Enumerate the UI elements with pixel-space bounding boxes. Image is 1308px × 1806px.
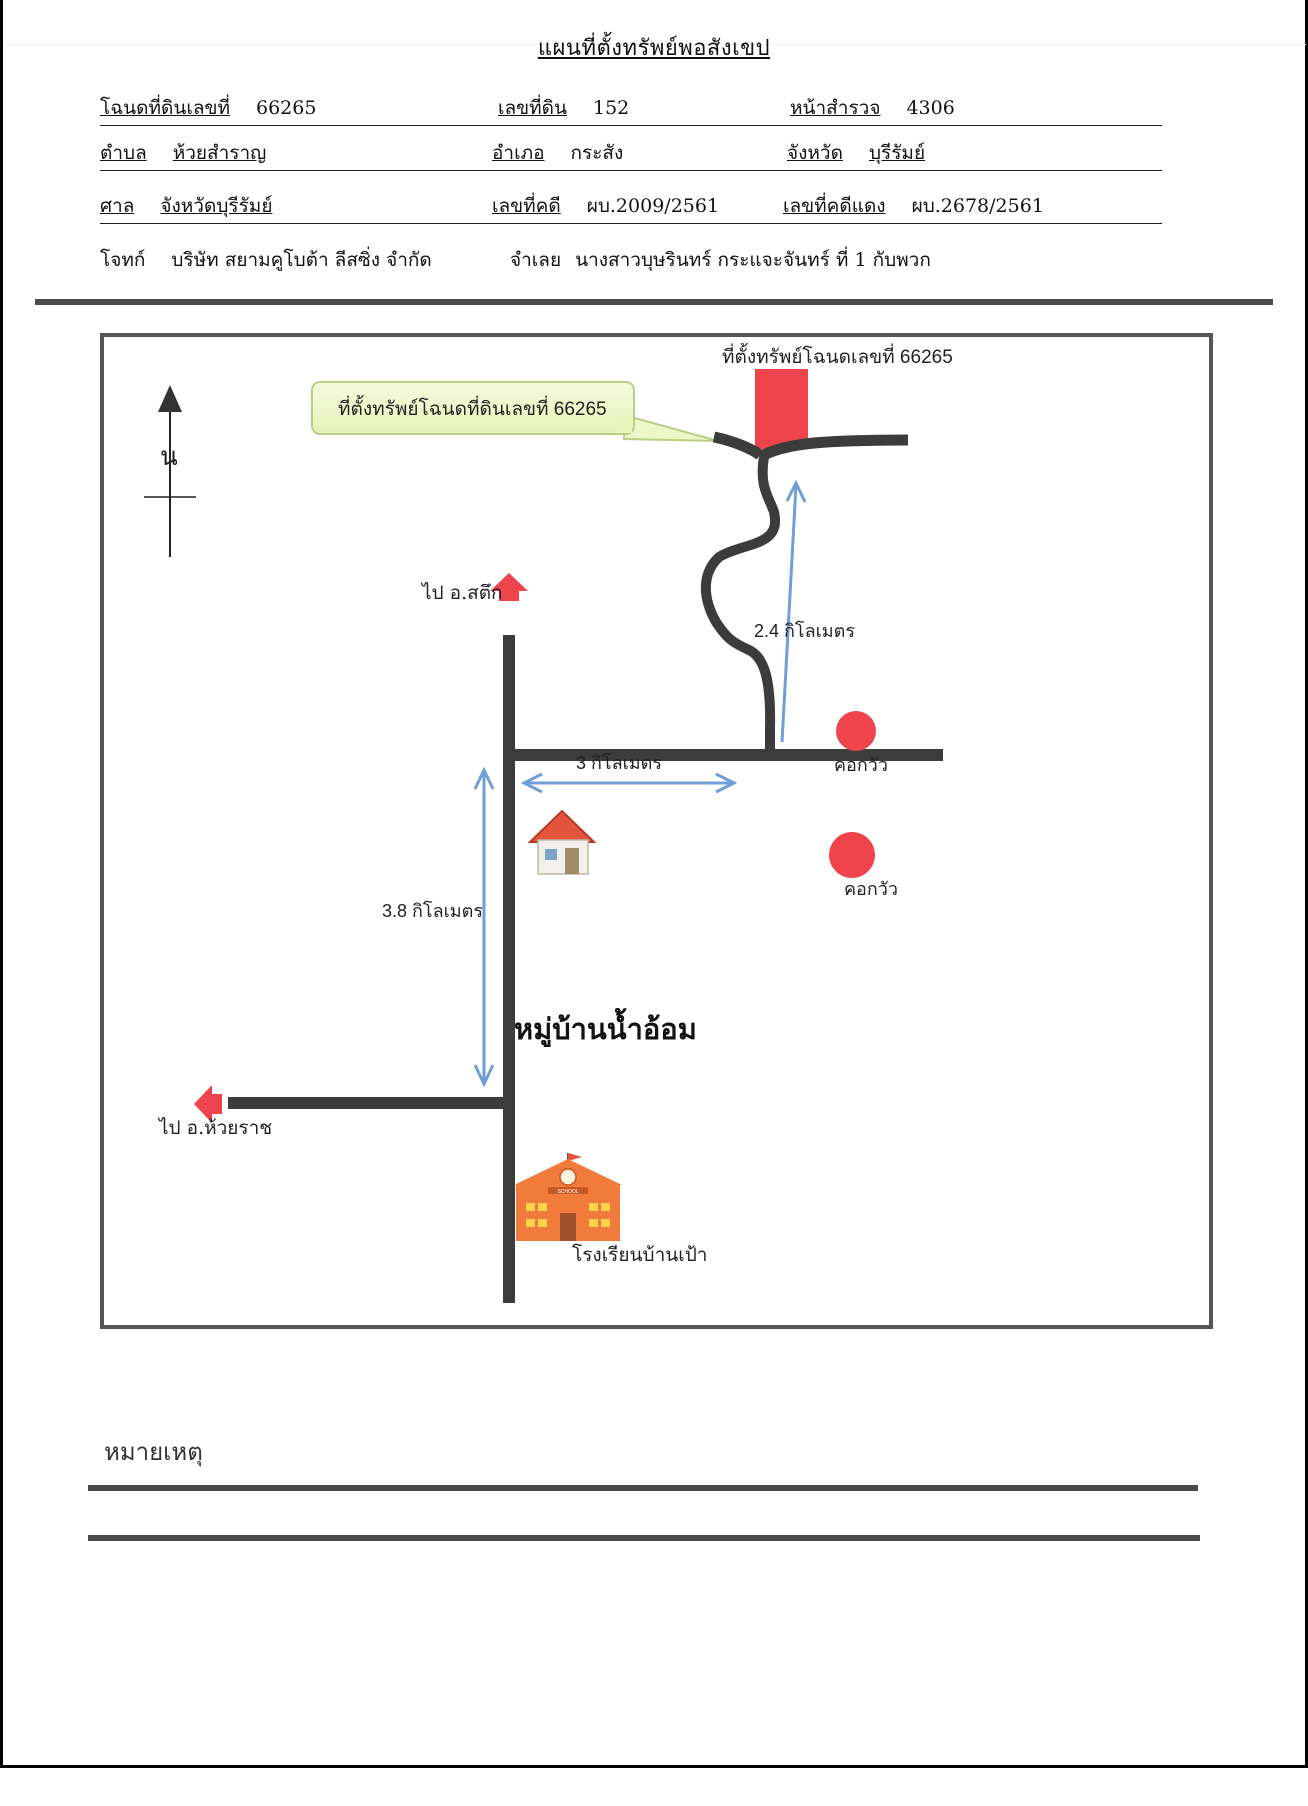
value-district: กระสัง xyxy=(570,142,624,164)
school-sign: SCHOOL xyxy=(557,1189,578,1195)
field-red-case-number: เลขที่คดีแดง ผบ.2678/2561 xyxy=(783,191,1044,221)
value-deed-number: 66265 xyxy=(255,97,317,119)
field-district: อำเภอ กระสัง xyxy=(492,138,623,168)
info-row-deed: โฉนดที่ดินเลขที่ 66265 เลขที่ดิน 152 หน้าส… xyxy=(100,91,1162,126)
label-case-number: เลขที่คดี xyxy=(492,195,561,217)
value-province: บุรีรัมย์ xyxy=(868,142,926,164)
value-case-number: ผบ.2009/2561 xyxy=(586,195,720,217)
road-top-left xyxy=(712,431,764,460)
page-border-left xyxy=(0,0,3,1768)
distance-arrows xyxy=(473,479,807,1088)
school-icon xyxy=(514,1153,622,1241)
label-to-satuek: ไป อ.สตึก xyxy=(420,582,503,604)
north-arrow-icon xyxy=(144,385,196,557)
callout-box xyxy=(311,381,719,442)
value-land-number: 152 xyxy=(592,97,630,119)
label-place-2: คอกวัว xyxy=(844,879,898,900)
arrow-west-icon xyxy=(194,1085,222,1123)
map-canvas: น ที่ตั้งทรัพย์โฉนดที่ดินเลขที่ 66265 ที… xyxy=(144,343,953,1303)
label-land-number: เลขที่ดิน xyxy=(498,97,567,119)
place-dot-2 xyxy=(829,832,875,878)
north-label: น xyxy=(160,442,178,472)
label-province: จังหวัด xyxy=(787,142,843,164)
field-province: จังหวัด บุรีรัมย์ xyxy=(787,138,925,168)
field-deed-number: โฉนดที่ดินเลขที่ 66265 xyxy=(100,93,316,123)
label-defendant: จำเลย xyxy=(510,249,562,271)
label-subdistrict: ตำบล xyxy=(100,142,147,164)
village-label: หมู่บ้านน้ำอ้อม xyxy=(514,1007,697,1047)
label-survey-page: หน้าสำรวจ xyxy=(790,97,881,119)
field-court: ศาล จังหวัดบุรีรัมย์ xyxy=(100,191,272,221)
distance-arrow-2-4 xyxy=(780,484,798,743)
label-deed-number: โฉนดที่ดินเลขที่ xyxy=(100,97,230,119)
arrow-north-icon xyxy=(490,573,528,601)
remarks-label: หมายเหตุ xyxy=(104,1438,203,1466)
label-distance-3-8: 3.8 กิโลเมตร xyxy=(382,900,483,921)
road-top-right xyxy=(757,434,909,462)
page-border-right xyxy=(1305,0,1308,1768)
school-label: โรงเรียนบ้านเป้า xyxy=(572,1243,707,1266)
header-divider xyxy=(35,299,1273,305)
field-survey-page: หน้าสำรวจ 4306 xyxy=(790,93,955,123)
callout-text: ที่ตั้งทรัพย์โฉนดที่ดินเลขที่ 66265 xyxy=(338,395,607,420)
remarks-line-1 xyxy=(88,1485,1198,1491)
field-land-number: เลขที่ดิน 152 xyxy=(498,93,629,123)
page-border-bottom xyxy=(0,1765,1308,1768)
value-court: จังหวัดบุรีรัมย์ xyxy=(160,195,273,217)
value-subdistrict: ห้วยสำราญ xyxy=(172,142,267,164)
info-row-case: ศาล จังหวัดบุรีรัมย์ เลขที่คดี ผบ.2009/256… xyxy=(100,189,1162,224)
value-red-case-number: ผบ.2678/2561 xyxy=(911,195,1044,217)
place-dot-1 xyxy=(836,711,876,751)
field-subdistrict: ตำบล ห้วยสำราญ xyxy=(100,138,266,168)
document-title: แผนที่ตั้งทรัพย์พอสังเขป xyxy=(537,36,771,61)
label-distance-3: 3 กิโลเมตร xyxy=(576,752,662,773)
value-plaintiff: บริษัท สยามคูโบต้า ลีสซิ่ง จำกัด xyxy=(171,249,432,271)
field-plaintiff: โจทก์ บริษัท สยามคูโบต้า ลีสซิ่ง จำกัด xyxy=(100,245,432,275)
label-to-huairat: ไป อ.ห้วยราช xyxy=(157,1117,272,1139)
property-label: ที่ตั้งทรัพย์โฉนดเลขที่ 66265 xyxy=(722,343,953,368)
label-place-1: คอกวัว xyxy=(834,755,888,776)
value-defendant: นางสาวบุษรินทร์ กระแจะจันทร์ ที่ 1 กับพว… xyxy=(575,249,931,271)
info-row-parties: โจทก์ บริษัท สยามคูโบต้า ลีสซิ่ง จำกัด จำ… xyxy=(100,243,1162,277)
map-frame: น ที่ตั้งทรัพย์โฉนดที่ดินเลขที่ 66265 ที… xyxy=(100,333,1213,1329)
field-case-number: เลขที่คดี ผบ.2009/2561 xyxy=(492,191,719,221)
label-red-case-number: เลขที่คดีแดง xyxy=(783,195,886,217)
remarks-line-2 xyxy=(88,1535,1200,1541)
faint-line xyxy=(6,44,1306,45)
label-court: ศาล xyxy=(100,195,135,217)
info-row-location: ตำบล ห้วยสำราญ อำเภอ กระสัง จังหวัด บุรีรัม… xyxy=(100,136,1162,171)
field-defendant: จำเลย นางสาวบุษรินทร์ กระแจะจันทร์ ที่ 1 … xyxy=(510,245,931,275)
road-winding xyxy=(700,456,781,751)
label-distance-2-4: 2.4 กิโลเมตร xyxy=(754,620,855,641)
label-district: อำเภอ xyxy=(492,142,545,164)
label-plaintiff: โจทก์ xyxy=(100,249,146,271)
property-marker xyxy=(755,369,808,449)
road-network xyxy=(228,431,943,1303)
value-survey-page: 4306 xyxy=(906,97,955,119)
house-icon xyxy=(527,809,597,875)
